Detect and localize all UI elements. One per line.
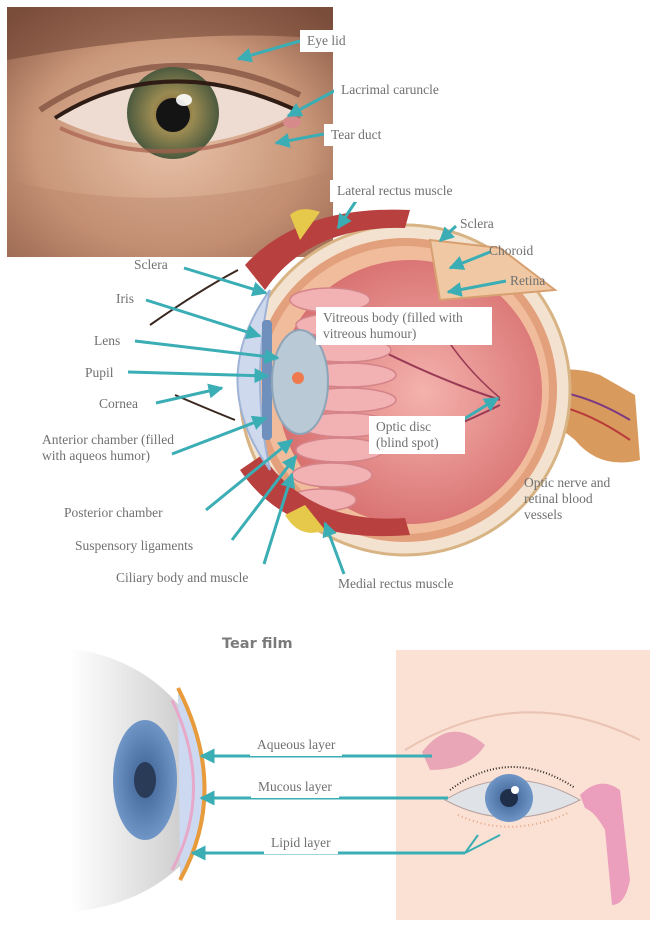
label-lacrimal-caruncle: Lacrimal caruncle — [334, 79, 446, 101]
tear-film-side-view — [70, 648, 207, 912]
lipid-branch-line — [464, 834, 501, 854]
lipid-branch-line — [464, 834, 479, 854]
label-iris: Iris — [116, 291, 134, 306]
label-choroid: Choroid — [489, 243, 534, 258]
label-medial-rectus-muscle: Medial rectus muscle — [338, 576, 454, 591]
label-optic-nerve: Optic nerve and retinal blood vessels — [524, 475, 611, 522]
label-lipid-layer: Lipid layer — [264, 832, 338, 854]
label-sclera-left: Sclera — [134, 257, 168, 272]
label-suspensory-ligaments: Suspensory ligaments — [75, 538, 194, 553]
tear-film-front-view — [396, 650, 650, 920]
label-vitreous-body: Vitreous body (filled with vitreous humo… — [316, 307, 492, 345]
label-retina: Retina — [510, 273, 546, 288]
label-posterior-chamber: Posterior chamber — [64, 505, 163, 520]
label-lens: Lens — [94, 333, 121, 348]
label-tear-duct: Tear duct — [324, 124, 389, 146]
label-lateral-rectus-muscle: Lateral rectus muscle — [330, 180, 460, 202]
label-ciliary-body: Ciliary body and muscle — [116, 570, 249, 585]
label-mucous-layer: Mucous layer — [251, 776, 339, 798]
label-anterior-chamber: Anterior chamber (filled with aqueos hum… — [42, 432, 174, 463]
tear-film-title: Tear film — [222, 636, 293, 652]
label-cornea: Cornea — [99, 396, 138, 411]
label-optic-disc: Optic disc (blind spot) — [369, 416, 465, 454]
label-pupil: Pupil — [85, 365, 114, 380]
label-eye-lid: Eye lid — [300, 30, 353, 52]
label-sclera-right: Sclera — [460, 216, 494, 231]
label-aqueous-layer: Aqueous layer — [250, 734, 343, 756]
